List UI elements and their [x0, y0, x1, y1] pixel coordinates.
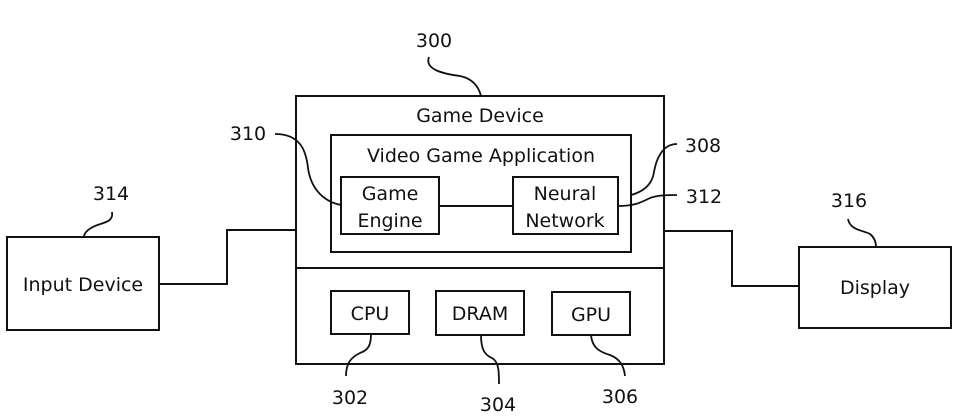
ref-300: 300	[416, 30, 452, 52]
game-device-label: Game Device	[416, 105, 544, 127]
ref-308: 308	[685, 135, 721, 157]
video-game-application-label: Video Game Application	[367, 145, 595, 167]
neural-network-label-line1: Neural	[534, 183, 597, 205]
game-engine-label-line1: Game	[362, 183, 419, 205]
display-box	[798, 246, 952, 329]
gpu-label: GPU	[571, 304, 611, 326]
leader-314	[83, 211, 113, 238]
leader-310	[274, 133, 342, 206]
dram-label: DRAM	[452, 303, 508, 325]
cpu-label: CPU	[351, 303, 390, 325]
ref-302: 302	[332, 387, 368, 409]
leader-316	[847, 218, 877, 248]
game-engine-label-line2: Engine	[357, 210, 422, 232]
leader-304	[480, 334, 500, 385]
cpu-box	[330, 290, 410, 335]
leader-302	[345, 333, 372, 377]
ref-314: 314	[93, 183, 129, 205]
gpu-box	[551, 291, 631, 336]
dram-box	[435, 290, 525, 336]
display-label: Display	[840, 277, 910, 299]
game-device-to-display-connector	[664, 230, 799, 287]
input-device-box	[6, 236, 160, 331]
ref-310: 310	[230, 123, 266, 145]
input-device-label: Input Device	[23, 274, 143, 296]
input-to-game-device-connector	[159, 229, 296, 285]
ref-316: 316	[831, 190, 867, 212]
neural-network-label-line2: Network	[525, 210, 604, 232]
leader-306	[590, 334, 626, 377]
game-engine-box	[340, 176, 440, 235]
ref-304: 304	[480, 394, 516, 416]
leader-308	[630, 143, 678, 196]
ref-312: 312	[686, 186, 722, 208]
leader-312	[617, 194, 678, 207]
ref-306: 306	[602, 386, 638, 408]
leader-300	[427, 56, 482, 97]
